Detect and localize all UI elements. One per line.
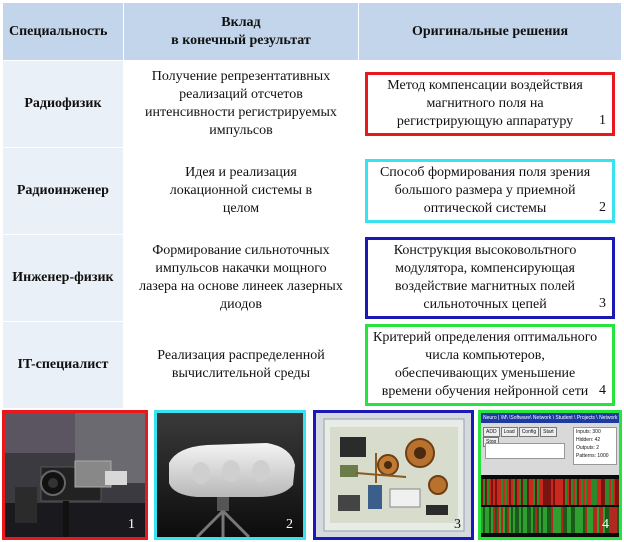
solution-number: 4 [599,383,607,398]
solution-text: Критерий определения оптимального числа … [373,330,598,399]
stat-hidden: Hidden: 42 [576,437,601,443]
contribution-cell: Получение репрезентативных реализаций от… [122,60,360,148]
contribution-cell: Идея и реализация локационной системы в … [122,147,360,235]
table-header-row: Специальность Вклад в конечный результат… [2,2,622,61]
stat-inputs: Inputs: 300 [576,429,601,435]
solution-box: Способ формирования поля зрения большого… [365,159,616,223]
header-contribution: Вклад в конечный результат [122,2,360,61]
add-button[interactable]: ADD [483,427,500,437]
header-specialty: Специальность [2,2,124,61]
contribution-cell: Формирование сильноточных импульсов нака… [122,234,360,322]
solution-cell: Критерий определения оптимального числа … [358,321,622,409]
optical-receiver-illustration [157,413,303,537]
solution-text: Конструкция высоковольтного модулятора, … [393,243,577,312]
solution-box: Критерий определения оптимального числа … [365,324,616,406]
photo-number: 4 [602,517,609,532]
header-solutions: Оригинальные решения [358,2,622,61]
software-grid [485,443,565,459]
header-contribution-text: Вклад в конечный результат [171,14,311,48]
solution-text: Способ формирования поля зрения большого… [379,165,591,216]
photo-strip: 1 2 [0,410,624,542]
software-title-bar: Neuro | \M\ \Software\ Network \ Student… [481,413,619,423]
start-button[interactable]: Start [540,427,557,437]
config-button[interactable]: Config [518,427,540,437]
solution-number: 3 [599,296,607,311]
photo-number: 2 [286,517,293,532]
stat-patterns: Patterns: 1000 [576,453,609,459]
solution-text: Метод компенсации воздействия магнитного… [387,78,583,129]
circuit-board-illustration [316,413,471,537]
photo-number: 3 [454,517,461,532]
photo-camera-equipment: 1 [2,410,148,540]
photo-circuit-board: 3 [313,410,474,540]
solution-cell: Метод компенсации воздействия магнитного… [358,60,622,148]
load-button[interactable]: Load [500,427,518,437]
photo-software-window: Neuro | \M\ \Software\ Network \ Student… [478,410,622,540]
specialty-cell: Радиофизик [2,60,124,148]
specialty-cell: Инженер-физик [2,234,124,322]
solution-box: Конструкция высоковольтного модулятора, … [365,237,616,319]
solution-cell: Способ формирования поля зрения большого… [358,147,622,235]
specialty-cell: IT-специалист [2,321,124,409]
table-row: Радиоинженер Идея и реализация локационн… [2,147,622,235]
activation-heatmap [481,475,619,537]
contribution-cell: Реализация распределенной вычислительной… [122,321,360,409]
table-row: IT-специалист Реализация распределенной … [2,321,622,409]
photo-optical-receiver: 2 [154,410,306,540]
photo-number: 1 [128,517,135,532]
solution-number: 2 [599,200,607,215]
camera-equipment-illustration [5,413,145,537]
solution-cell: Конструкция высоковольтного модулятора, … [358,234,622,322]
solution-number: 1 [599,113,607,128]
stat-outputs: Outputs: 2 [576,445,600,451]
specialty-cell: Радиоинженер [2,147,124,235]
table-row: Радиофизик Получение репрезентативных ре… [2,60,622,148]
table-row: Инженер-физик Формирование сильноточных … [2,234,622,322]
solution-box: Метод компенсации воздействия магнитного… [365,72,616,136]
specialties-table: Специальность Вклад в конечный результат… [2,2,622,409]
software-stats: Inputs: 300 Hidden: 42 Outputs: 2 Patter… [573,427,617,465]
